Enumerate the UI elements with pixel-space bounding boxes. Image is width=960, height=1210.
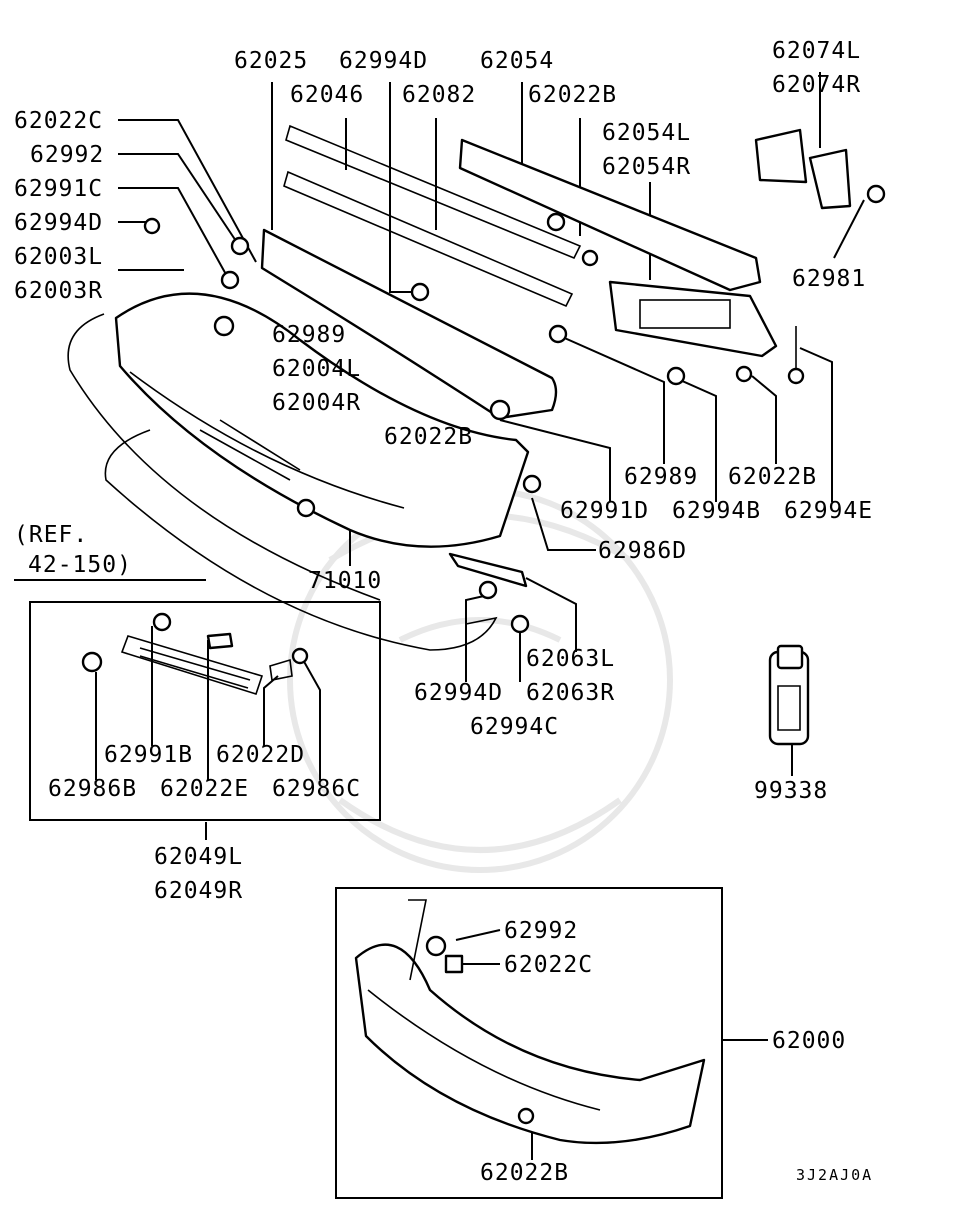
part-label-62994d-bot: 62994D xyxy=(414,680,503,706)
upper-strip-62046 xyxy=(283,124,582,308)
paint-bottle-99338 xyxy=(768,644,810,746)
part-label-62991c: 62991C xyxy=(14,176,103,202)
part-label-62989-a: 62989 xyxy=(272,322,346,348)
bumper-assembly-box-62000 xyxy=(335,887,723,1199)
part-label-62004l: 62004L xyxy=(272,356,361,382)
part-label-62994d-top: 62994D xyxy=(339,48,428,74)
fasteners xyxy=(143,212,805,634)
part-label-62994b: 62994B xyxy=(672,498,761,524)
part-label-62986d: 62986D xyxy=(598,538,687,564)
part-label-62004r: 62004R xyxy=(272,390,361,416)
part-label-62003r: 62003R xyxy=(14,278,103,304)
part-label-62022b-mid: 62022B xyxy=(384,424,473,450)
part-label-62074r: 62074R xyxy=(772,72,861,98)
part-label-62022b-right: 62022B xyxy=(728,464,817,490)
absorber-62054 xyxy=(458,138,762,292)
part-label-62049r: 62049R xyxy=(154,878,243,904)
part-label-62082: 62082 xyxy=(402,82,476,108)
part-label-62054l: 62054L xyxy=(602,120,691,146)
part-label-62000: 62000 xyxy=(772,1028,846,1054)
part-label-62989-b: 62989 xyxy=(624,464,698,490)
part-label-62054: 62054 xyxy=(480,48,554,74)
part-label-62022c-box: 62022C xyxy=(504,952,593,978)
bracket-62054LR xyxy=(608,280,778,358)
side-bracket-62074 xyxy=(754,128,886,210)
part-label-62994d-left: 62994D xyxy=(14,210,103,236)
part-label-62022b-top: 62022B xyxy=(528,82,617,108)
part-label-62063r: 62063R xyxy=(526,680,615,706)
part-label-62981: 62981 xyxy=(792,266,866,292)
part-label-62049l: 62049L xyxy=(154,844,243,870)
label-layer: 62025 62994D 62054 62074L 62074R 62046 6… xyxy=(14,38,873,1186)
bumper-reinforcement-62025 xyxy=(260,228,558,420)
part-label-62063l: 62063L xyxy=(526,646,615,672)
part-label-62992: 62992 xyxy=(30,142,104,168)
part-label-62992-box: 62992 xyxy=(504,918,578,944)
part-label-62991b: 62991B xyxy=(104,742,193,768)
lower-molding-ref-42-150 xyxy=(67,313,498,651)
part-label-62022d: 62022D xyxy=(216,742,305,768)
ref-label-line2: 42-150) xyxy=(28,552,132,578)
part-label-62025: 62025 xyxy=(234,48,308,74)
part-label-62022b-box: 62022B xyxy=(480,1160,569,1186)
part-label-62074l: 62074L xyxy=(772,38,861,64)
bumper-cover-71010 xyxy=(114,292,530,548)
part-label-62986b: 62986B xyxy=(48,776,137,802)
part-label-62046: 62046 xyxy=(290,82,364,108)
part-label-62986c: 62986C xyxy=(272,776,361,802)
stay-62063 xyxy=(448,552,528,588)
part-label-62994e: 62994E xyxy=(784,498,873,524)
figure-code: 3J2AJ0A xyxy=(796,1166,873,1184)
grille-set-box xyxy=(29,601,381,821)
part-label-62054r: 62054R xyxy=(602,154,691,180)
part-label-71010: 71010 xyxy=(308,568,382,594)
part-label-62994c: 62994C xyxy=(470,714,559,740)
part-label-62003l: 62003L xyxy=(14,244,103,270)
part-label-99338: 99338 xyxy=(754,778,828,804)
part-label-62022e: 62022E xyxy=(160,776,249,802)
part-label-62991d: 62991D xyxy=(560,498,649,524)
part-label-62022c: 62022C xyxy=(14,108,103,134)
leader-lines xyxy=(14,72,865,1160)
ref-label-line1: (REF. xyxy=(14,522,88,548)
